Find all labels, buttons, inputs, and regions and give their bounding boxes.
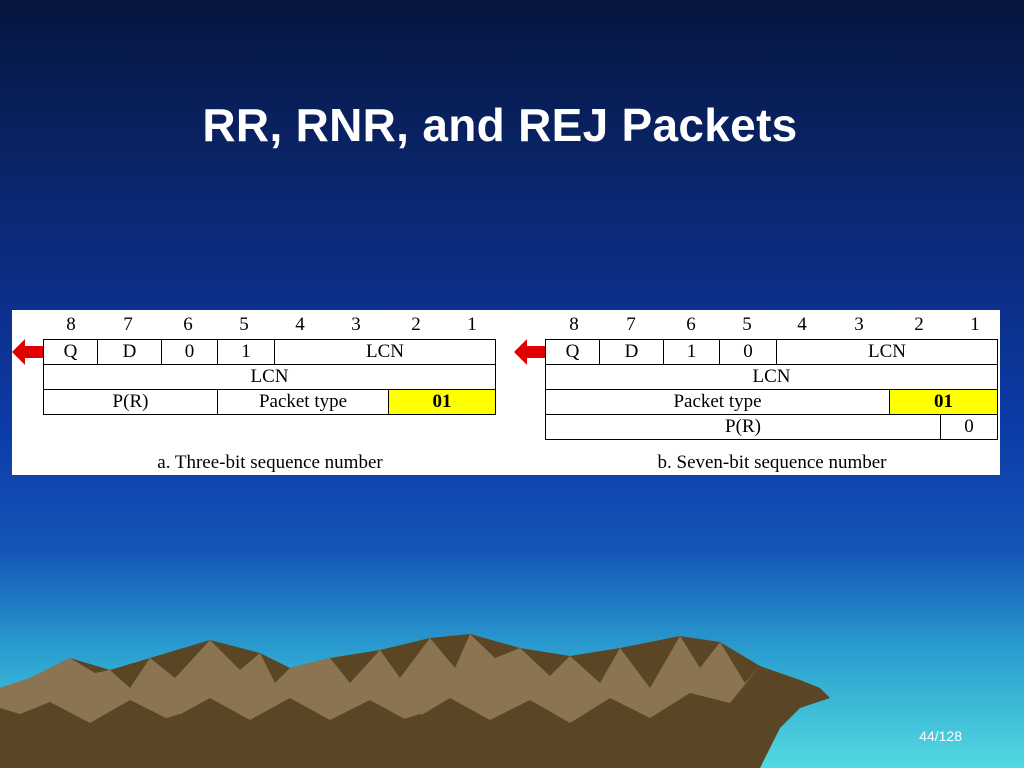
packet-row: Packet type 01 (545, 389, 998, 415)
bit-number: 2 (914, 314, 924, 335)
bit-number: 4 (797, 314, 807, 335)
mountains-illustration (0, 634, 830, 768)
lcn-cell: LCN (776, 339, 998, 365)
lcn-cell: LCN (274, 339, 496, 365)
packet-row: P(R) Packet type 01 (43, 389, 496, 415)
lcn-cell: LCN (43, 364, 496, 390)
packet-type-code-cell: 01 (388, 389, 496, 415)
slide-title: RR, RNR, and REJ Packets (202, 99, 798, 151)
packet-type-cell: Packet type (217, 389, 389, 415)
bit-numbers-b: 8 7 6 5 4 3 2 1 (546, 314, 998, 336)
bit-number: 4 (295, 314, 305, 335)
packet-row: LCN (545, 364, 998, 390)
bit-number: 8 (569, 314, 579, 335)
bit-number: 1 (467, 314, 477, 335)
bit6-cell: 1 (663, 339, 720, 365)
d-bit-cell: D (97, 339, 162, 365)
arrow-left-icon (514, 339, 546, 365)
bit-numbers-a: 8 7 6 5 4 3 2 1 (44, 314, 496, 336)
lcn-cell: LCN (545, 364, 998, 390)
packet-format-panel: 8 7 6 5 4 3 2 1 Q D 0 1 LCN LCN P(R) Pac… (12, 310, 1000, 475)
bit-number: 3 (351, 314, 361, 335)
packet-type-code-cell: 01 (889, 389, 998, 415)
bit-number: 5 (742, 314, 752, 335)
bit6-cell: 0 (161, 339, 218, 365)
q-bit-cell: Q (43, 339, 98, 365)
caption-b: b. Seven-bit sequence number (657, 452, 887, 473)
packet-row: LCN (43, 364, 496, 390)
caption-a: a. Three-bit sequence number (157, 452, 383, 473)
bit-number: 6 (686, 314, 696, 335)
arrow-left-icon (12, 339, 44, 365)
pr-cell: P(R) (545, 414, 941, 440)
bit-number: 3 (854, 314, 864, 335)
packet-row: Q D 0 1 LCN (43, 339, 496, 365)
pr-cell: P(R) (43, 389, 218, 415)
bit5-cell: 0 (719, 339, 777, 365)
bit-number: 8 (66, 314, 76, 335)
q-bit-cell: Q (545, 339, 600, 365)
page-number: 44/128 (919, 728, 962, 744)
bit5-cell: 1 (217, 339, 275, 365)
packet-type-cell: Packet type (545, 389, 890, 415)
bit-number: 7 (626, 314, 636, 335)
bit-number: 5 (239, 314, 249, 335)
packet-row: P(R) 0 (545, 414, 998, 440)
bit1-cell: 0 (940, 414, 998, 440)
bit-number: 7 (123, 314, 133, 335)
d-bit-cell: D (599, 339, 664, 365)
bit-number: 1 (970, 314, 980, 335)
packet-row: Q D 1 0 LCN (545, 339, 998, 365)
bit-number: 2 (411, 314, 421, 335)
bit-number: 6 (183, 314, 193, 335)
